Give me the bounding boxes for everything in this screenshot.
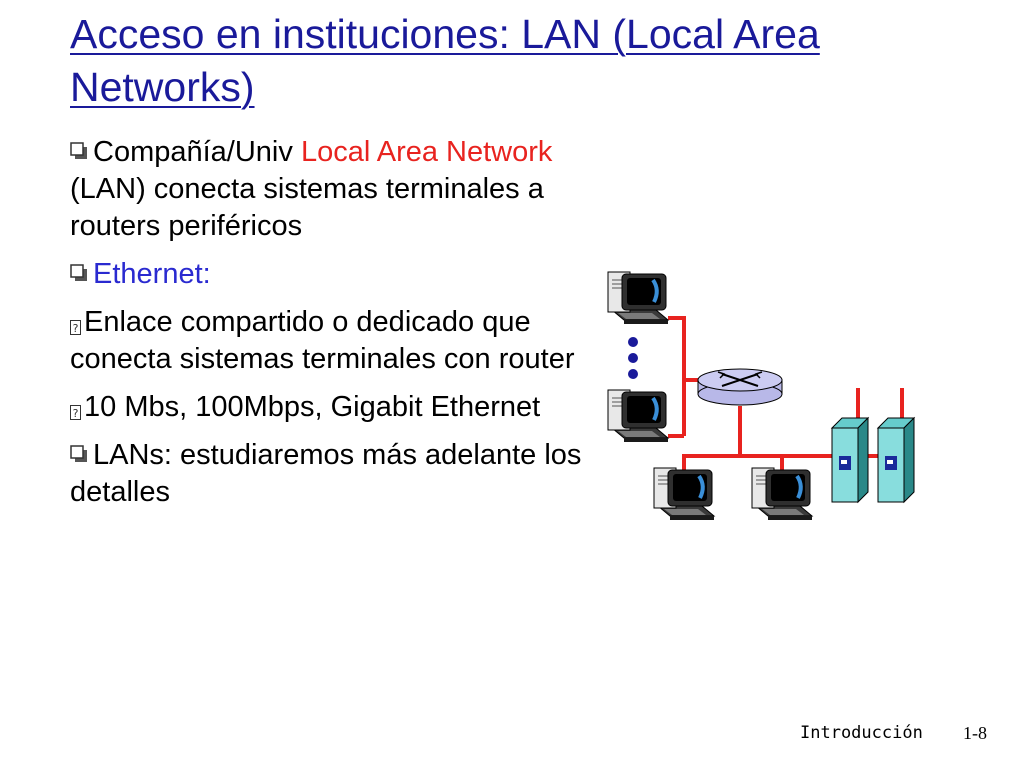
bullet-text: Enlace compartido o dedicado que conecta… — [70, 306, 575, 375]
bullet-list: Compañía/Univ Local Area Network (LAN) c… — [70, 134, 590, 522]
bullet-text-highlight: Local Area Network — [300, 136, 553, 168]
bullet-text: 10 Mbs, 100Mbps, Gigabit Ethernet — [84, 391, 541, 423]
computer-icon — [606, 270, 670, 326]
bullet-item: Compañía/Univ Local Area Network (LAN) c… — [70, 134, 590, 245]
bullet-text: (LAN) conecta sistemas terminales a rout… — [70, 173, 544, 242]
bullet-item: LANs: estudiaremos más adelante los deta… — [70, 437, 590, 511]
network-links — [668, 316, 904, 470]
computer-icon — [652, 466, 716, 522]
sub-bullet-item: ?Enlace compartido o dedicado que conect… — [70, 304, 590, 378]
router-icon — [697, 368, 783, 406]
checkbox-bullet-icon — [70, 142, 87, 159]
server-icon — [831, 417, 869, 503]
sub-bullet-item: ? 10 Mbs, 100Mbps, Gigabit Ethernet — [70, 389, 590, 426]
checkbox-bullet-icon — [70, 445, 87, 462]
lan-diagram — [606, 270, 915, 522]
ellipsis-dots — [628, 337, 638, 379]
computer-icon — [606, 388, 670, 444]
missing-glyph-bullet-icon: ? — [70, 320, 81, 335]
bullet-item: Ethernet: — [70, 256, 590, 293]
bullet-text: Ethernet: — [93, 258, 211, 290]
computer-icon — [750, 466, 814, 522]
server-icon — [877, 417, 915, 503]
missing-glyph-bullet-icon: ? — [70, 405, 81, 420]
footer-section-label: Introducción — [800, 723, 923, 743]
checkbox-bullet-icon — [70, 264, 87, 281]
svg-text:?: ? — [73, 322, 79, 335]
page-number: 1-8 — [963, 723, 987, 743]
bullet-text: LANs: estudiaremos más adelante los deta… — [70, 439, 582, 508]
slide-title: Acceso en instituciones: LAN (Local Area… — [70, 11, 820, 110]
bullet-text: Compañía/Univ — [93, 136, 301, 168]
svg-text:?: ? — [73, 407, 79, 420]
